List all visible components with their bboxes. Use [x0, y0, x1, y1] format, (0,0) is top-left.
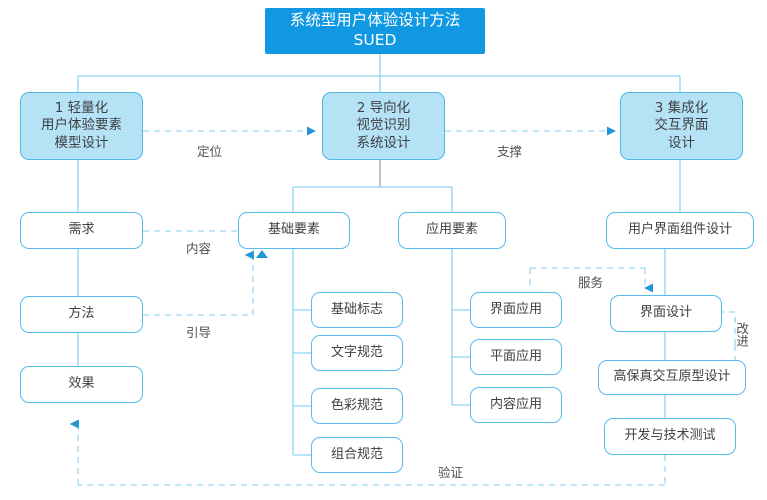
- pillar-1-lightweight[interactable]: 1 轻量化 用户体验要素 模型设计: [20, 92, 143, 160]
- edge-label-dingwei: 定位: [197, 144, 223, 159]
- basic-child-color[interactable]: 色彩规范: [311, 388, 403, 424]
- left-node-requirement-label: 需求: [68, 222, 95, 238]
- pillar-1-line2: 用户体验要素: [41, 117, 122, 134]
- group-applied-elements[interactable]: 应用要素: [398, 212, 506, 249]
- pillar-2-line3: 系统设计: [356, 134, 411, 151]
- applied-child-content[interactable]: 内容应用: [470, 387, 562, 423]
- left-node-method-label: 方法: [68, 306, 95, 322]
- title-line1: 系统型用户体验设计方法: [289, 11, 461, 30]
- basic-child-logo-label: 基础标志: [330, 301, 383, 317]
- applied-child-graphic-label: 平面应用: [489, 348, 542, 364]
- title-line2: SUED: [353, 31, 397, 49]
- right-node-hifi-prototype[interactable]: 高保真交互原型设计: [598, 360, 746, 395]
- arrow-into-jichu: [256, 250, 268, 258]
- basic-child-composition[interactable]: 组合规范: [311, 437, 403, 473]
- right-node-dev-test-label: 开发与技术测试: [624, 428, 716, 444]
- left-node-requirement[interactable]: 需求: [20, 212, 143, 249]
- edge-label-fuwu: 服务: [578, 275, 604, 290]
- group-basic-elements[interactable]: 基础要素: [238, 212, 350, 249]
- basic-child-typography[interactable]: 文字规范: [311, 335, 403, 371]
- pillar-3-integration[interactable]: 3 集成化 交互界面 设计: [620, 92, 743, 160]
- pillar-2-line2: 视觉识别: [356, 117, 411, 134]
- pillar-1-line1: 1 轻量化: [54, 100, 109, 117]
- edge-label-neirong: 内容: [186, 241, 212, 256]
- right-node-ui-components[interactable]: 用户界面组件设计: [606, 212, 754, 249]
- group-applied-elements-label: 应用要素: [425, 222, 478, 238]
- basic-child-color-label: 色彩规范: [330, 397, 383, 413]
- edge-label-yindao: 引导: [186, 325, 212, 340]
- pillar-3-line1: 3 集成化: [654, 100, 709, 117]
- edge-label-yanzheng: 验证: [438, 465, 464, 480]
- left-node-method[interactable]: 方法: [20, 296, 143, 333]
- right-node-dev-test[interactable]: 开发与技术测试: [604, 418, 736, 455]
- edge-label-zhicheng: 支撑: [497, 144, 523, 159]
- applied-child-graphic[interactable]: 平面应用: [470, 339, 562, 375]
- basic-child-typography-label: 文字规范: [330, 344, 383, 360]
- applied-child-ui-label: 界面应用: [489, 301, 542, 317]
- right-node-ui-components-label: 用户界面组件设计: [627, 222, 732, 238]
- pillar-3-line3: 设计: [668, 134, 695, 151]
- left-node-effect-label: 效果: [68, 376, 95, 392]
- applied-child-ui[interactable]: 界面应用: [470, 292, 562, 328]
- group-basic-elements-label: 基础要素: [267, 222, 320, 238]
- edge-label-gaijin: 改进: [734, 322, 750, 347]
- basic-child-logo[interactable]: 基础标志: [311, 292, 403, 328]
- right-node-interface-design-label: 界面设计: [639, 305, 692, 321]
- title-box: 系统型用户体验设计方法 SUED: [265, 8, 485, 54]
- right-node-interface-design[interactable]: 界面设计: [610, 295, 722, 332]
- pillar-3-line2: 交互界面: [654, 117, 709, 134]
- left-node-effect[interactable]: 效果: [20, 366, 143, 403]
- right-node-hifi-prototype-label: 高保真交互原型设计: [613, 369, 731, 385]
- applied-child-content-label: 内容应用: [489, 396, 542, 412]
- basic-child-composition-label: 组合规范: [330, 446, 383, 462]
- pillar-2-line1: 2 导向化: [356, 100, 411, 117]
- pillar-2-guidance[interactable]: 2 导向化 视觉识别 系统设计: [322, 92, 445, 160]
- pillar-1-line3: 模型设计: [54, 134, 109, 151]
